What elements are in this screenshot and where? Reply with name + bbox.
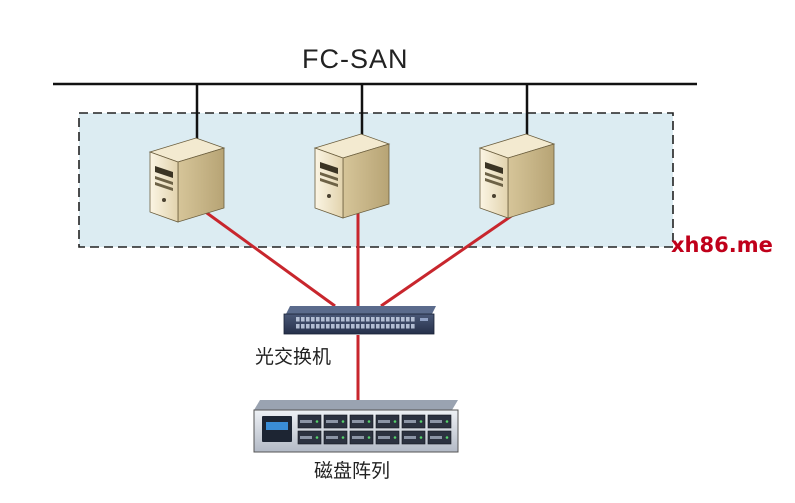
- watermark: xh86.me: [671, 233, 773, 257]
- disk-array-icon: [253, 400, 459, 453]
- storage-label: 磁盘阵列: [314, 460, 391, 482]
- server-tower-icon: [478, 133, 556, 219]
- fiber-link-1: [199, 206, 336, 308]
- server-tower-icon: [313, 133, 391, 219]
- switch-label: 光交换机: [255, 346, 332, 368]
- fiber-link-3: [380, 206, 524, 308]
- server-tower-icon: [148, 137, 226, 223]
- san-title: FC-SAN: [302, 44, 409, 74]
- network-switch-icon: [283, 306, 436, 335]
